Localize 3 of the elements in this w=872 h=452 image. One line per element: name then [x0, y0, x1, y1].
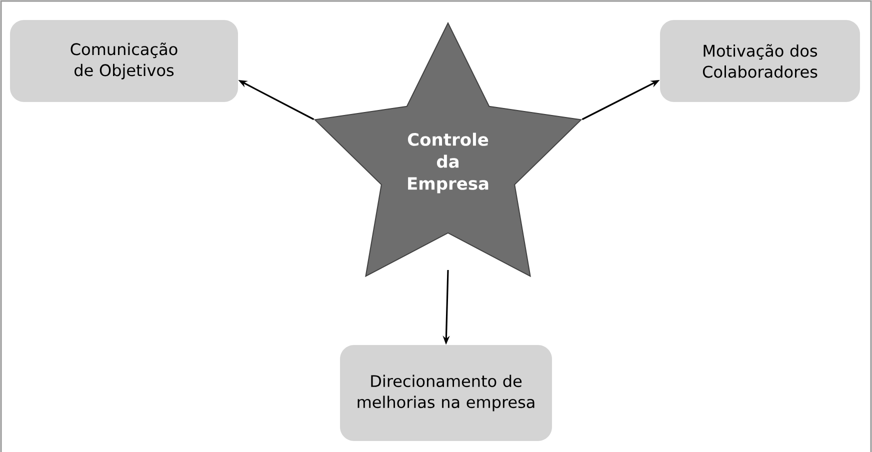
rounded-box: Comunicação de Objetivos — [10, 20, 238, 102]
rounded-box: Direcionamento de melhorias na empresa — [340, 344, 552, 441]
rounded-box: Motivação dos Colaboradores — [660, 20, 860, 102]
